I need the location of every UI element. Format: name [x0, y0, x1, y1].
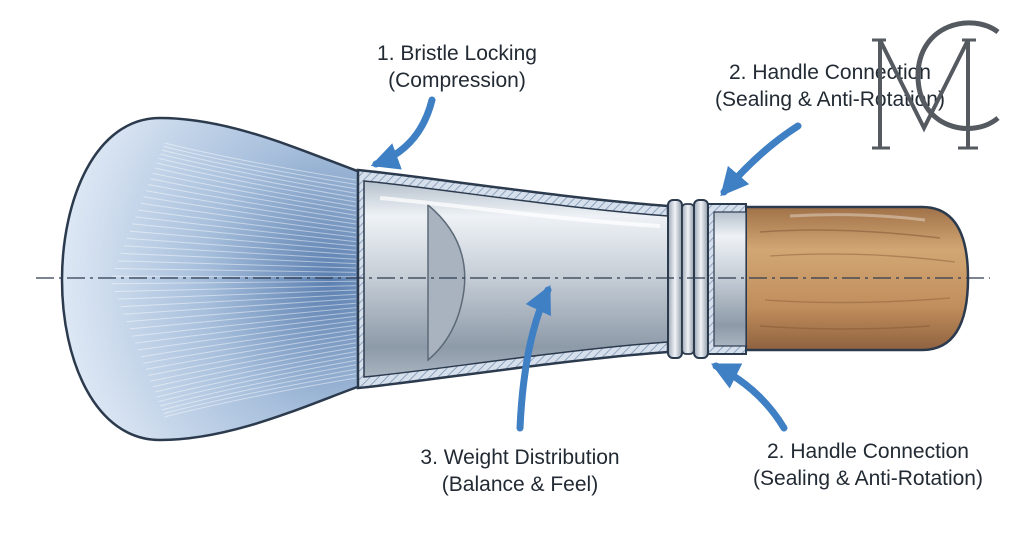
callout-arrows	[370, 96, 802, 432]
label-bristle-locking-subtitle: (Compression)	[388, 69, 526, 92]
bristle-bundle	[60, 116, 362, 442]
crimp-rings	[667, 199, 747, 359]
metal-ferrule	[356, 168, 670, 390]
label-bristle-locking: 1. Bristle Locking (Compression)	[352, 40, 562, 94]
label-weight-distribution-subtitle: (Balance & Feel)	[441, 473, 599, 496]
label-weight-distribution-title: 3. Weight Distribution	[420, 446, 620, 469]
arrow-weight-distribution	[516, 284, 552, 432]
inner-plug	[427, 203, 466, 362]
arrow-handle-connection-top	[720, 122, 802, 197]
label-bristle-locking-title: 1. Bristle Locking	[377, 42, 537, 65]
mc-monogram-logo	[872, 20, 1000, 150]
label-handle-connection-top-subtitle: (Sealing & Anti-Rotation)	[715, 88, 945, 111]
label-weight-distribution: 3. Weight Distribution (Balance & Feel)	[395, 444, 645, 498]
label-handle-connection-bottom-subtitle: (Sealing & Anti-Rotation)	[753, 467, 983, 490]
label-handle-connection-bottom-title: 2. Handle Connection	[767, 440, 969, 463]
arrow-bristle-locking	[370, 96, 436, 170]
label-handle-connection-bottom: 2. Handle Connection (Sealing & Anti-Rot…	[728, 438, 1008, 492]
arrow-handle-connection-bottom	[710, 362, 788, 432]
